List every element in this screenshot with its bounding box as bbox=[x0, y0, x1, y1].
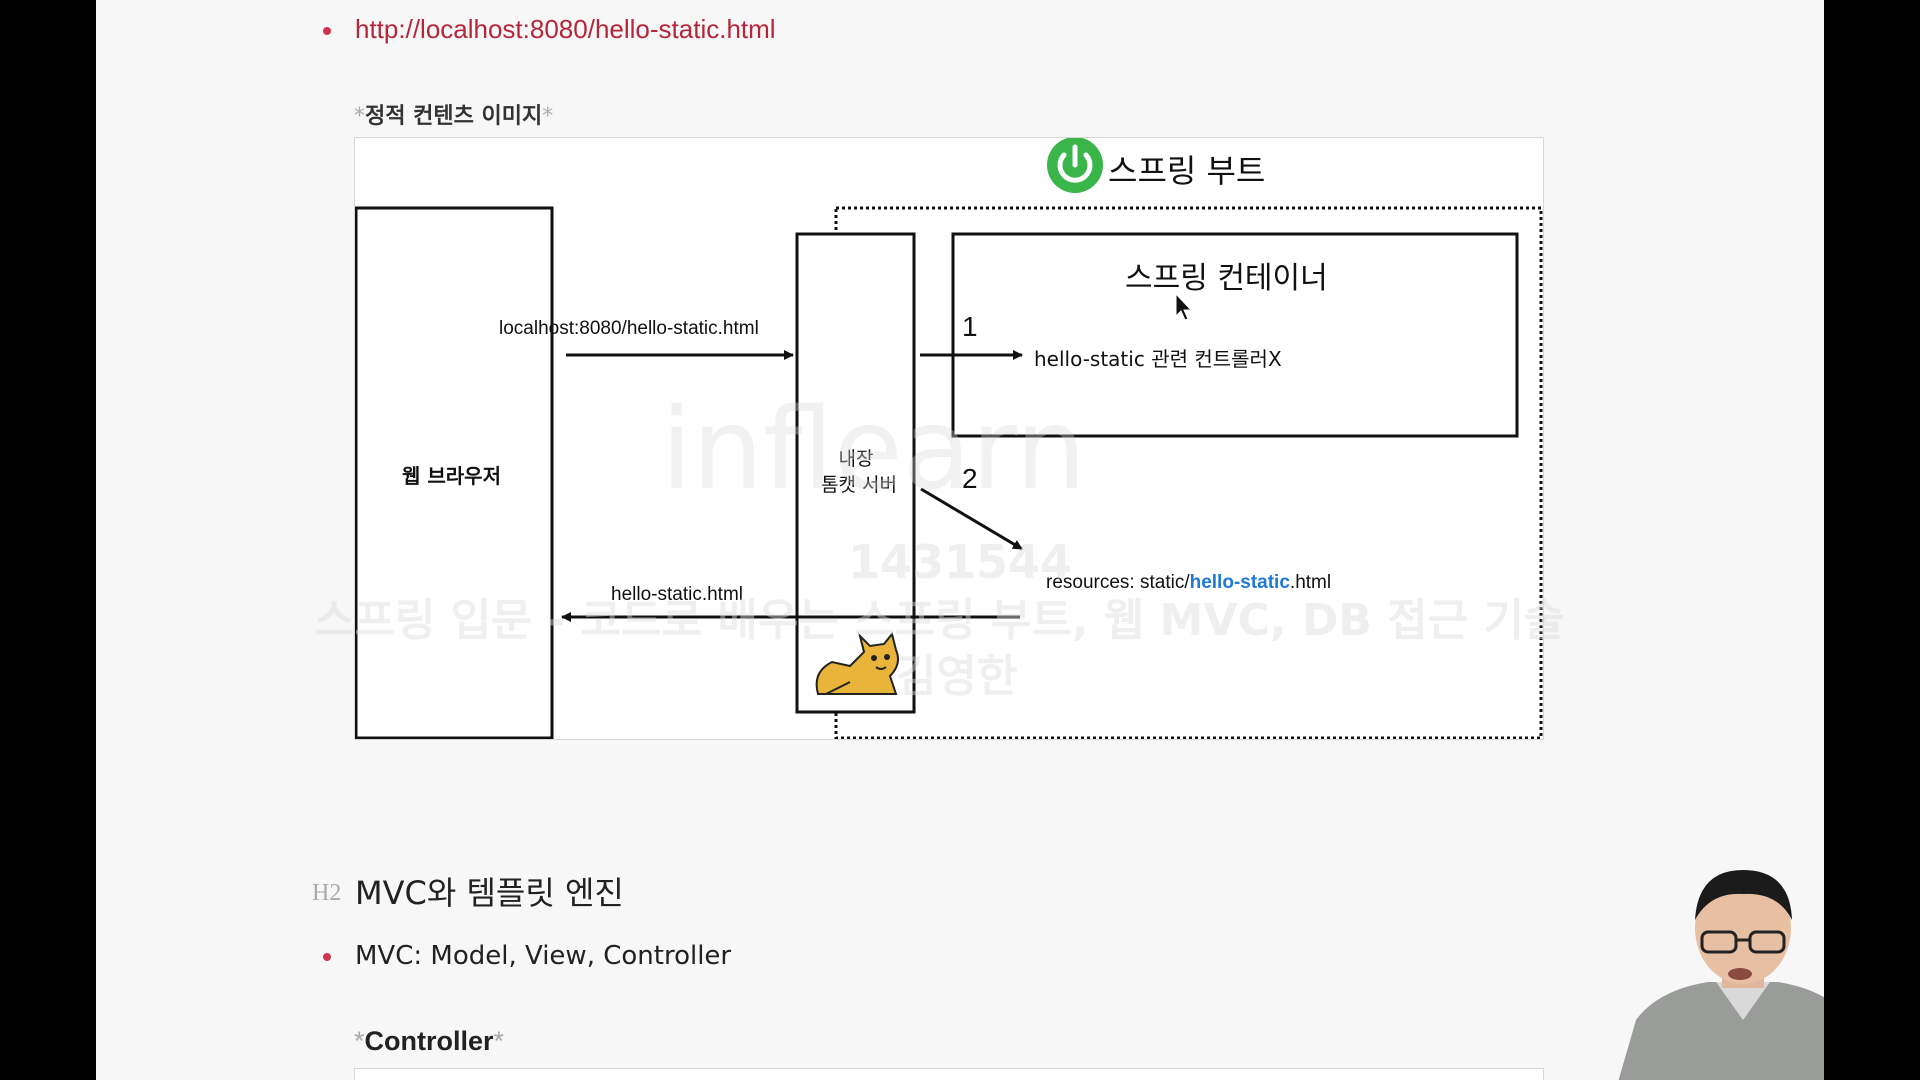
resource-prefix: resources: static/ bbox=[1046, 572, 1190, 593]
step1-controller-text: hello-static 관련 컨트롤러X bbox=[1034, 347, 1282, 371]
static-content-diagram: 스프링 부트 웹 브라우저 localhost:8080/hello-stati… bbox=[354, 137, 1544, 740]
spring-container-label: 스프링 컨테이너 bbox=[1125, 261, 1328, 296]
caption-title: 정적 컨텐츠 이미지 bbox=[365, 104, 543, 129]
tomcat-cat-icon bbox=[815, 631, 899, 695]
watermark-author: 김영한 bbox=[896, 651, 1018, 702]
spring-power-icon bbox=[1047, 138, 1103, 193]
section-heading: MVC와 템플릿 엔진 bbox=[355, 874, 624, 912]
document-page: http://localhost:8080/hello-static.html … bbox=[96, 0, 1824, 1080]
step2-arrow bbox=[920, 487, 1023, 551]
watermark-course: 스프링 입문 - 코드로 배우는 스프링 부트, 웹 MVC, DB 접근 기술 bbox=[314, 595, 1565, 646]
static-resource-path: resources: static/hello-static.html bbox=[1046, 572, 1331, 594]
figure-caption: *정적 컨텐츠 이미지* bbox=[354, 98, 553, 130]
tomcat-server-box bbox=[795, 232, 916, 714]
code-block-edge bbox=[354, 1068, 1544, 1080]
controller-asterisk-open: * bbox=[354, 1026, 365, 1056]
bullet-dot bbox=[323, 27, 331, 35]
mvc-bullet-text: MVC: Model, View, Controller bbox=[355, 941, 732, 971]
response-file-label: hello-static.html bbox=[611, 584, 743, 605]
controller-asterisk-close: * bbox=[493, 1026, 505, 1056]
controller-title: Controller bbox=[364, 1026, 494, 1056]
diagram-shapes bbox=[355, 138, 1543, 739]
resource-highlight: hello-static bbox=[1189, 572, 1290, 593]
step1-number: 1 bbox=[962, 311, 978, 342]
tomcat-label-line2: 톰캣 서버 bbox=[821, 474, 897, 496]
spring-boot-label: 스프링 부트 bbox=[1108, 152, 1266, 190]
step2-number: 2 bbox=[962, 463, 978, 494]
request-url-label: localhost:8080/hello-static.html bbox=[499, 318, 759, 339]
tomcat-label-line1: 내장 bbox=[838, 448, 874, 470]
mouse-cursor-icon bbox=[1175, 292, 1193, 321]
watermark-id: 1431544 bbox=[848, 535, 1073, 589]
spring-container-box bbox=[951, 232, 1519, 438]
hello-static-link[interactable]: http://localhost:8080/hello-static.html bbox=[355, 14, 776, 44]
controller-caption: *Controller* bbox=[354, 1026, 504, 1057]
watermark-brand: inflearn bbox=[661, 385, 1087, 515]
web-browser-label: 웹 브라우저 bbox=[402, 464, 501, 488]
h2-marker: H2 bbox=[312, 880, 342, 906]
web-browser-box bbox=[355, 206, 554, 739]
bullet-dot bbox=[323, 953, 331, 961]
caption-asterisk-close: * bbox=[542, 104, 554, 129]
resource-suffix: .html bbox=[1289, 572, 1332, 593]
caption-asterisk-open: * bbox=[354, 104, 365, 129]
presenter-webcam bbox=[1618, 870, 1824, 1080]
tomcat-server-label: 내장 톰캣 서버 bbox=[821, 446, 897, 498]
